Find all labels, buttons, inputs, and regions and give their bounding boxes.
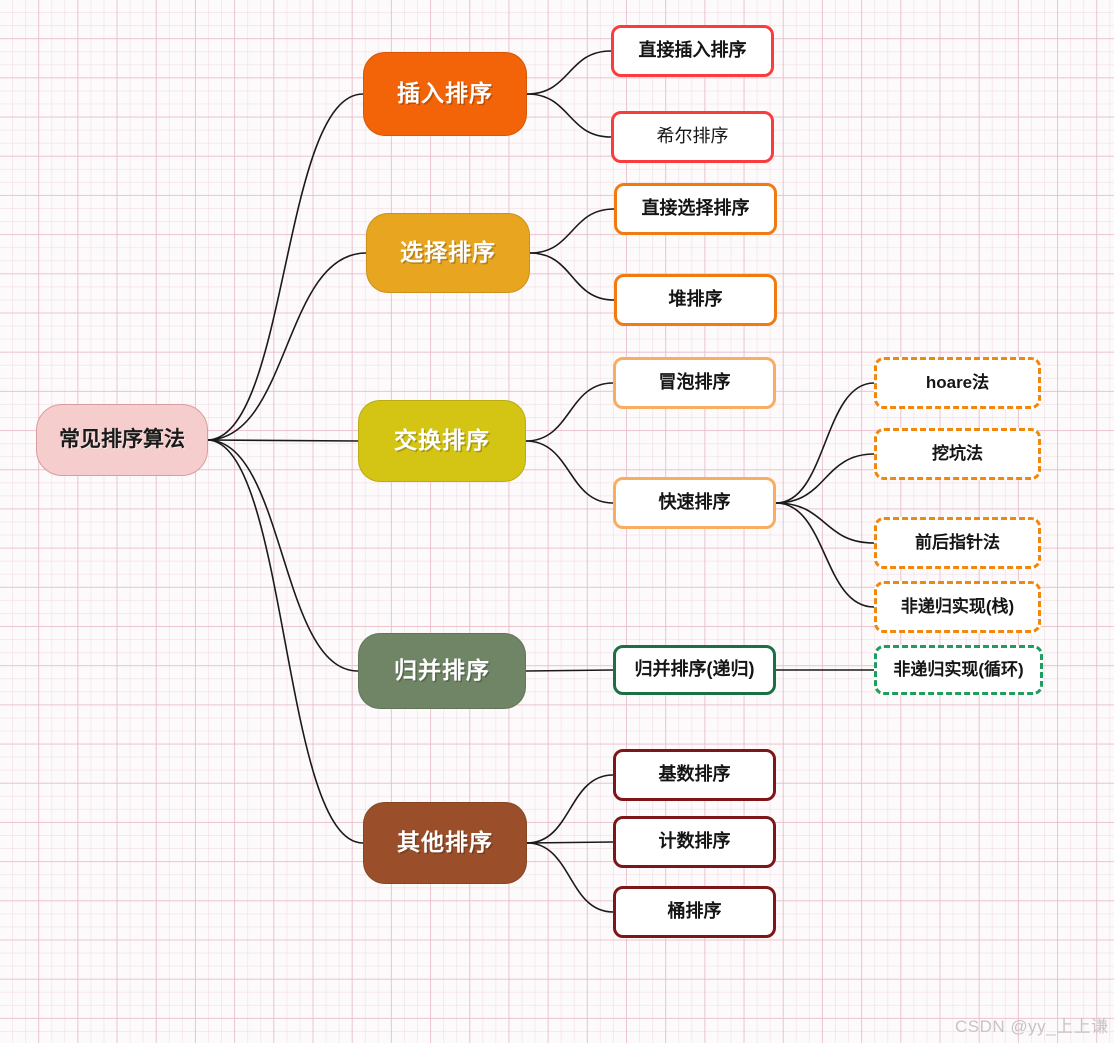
dashed-two-pointer-label: 前后指针法 (915, 532, 1000, 552)
branch-merge-label: 归并排序 (394, 657, 490, 684)
leaf-select-direct[interactable]: 直接选择排序 (614, 183, 777, 235)
branch-insertion-label: 插入排序 (397, 80, 493, 107)
leaf-bubble-label: 冒泡排序 (658, 372, 731, 393)
dashed-nonrec-stack[interactable]: 非递归实现(栈) (874, 581, 1041, 633)
connector (775, 502, 875, 544)
dashed-nonrec-loop-label: 非递归实现(循环) (893, 659, 1024, 679)
branch-exchange-label: 交换排序 (394, 427, 490, 454)
leaf-select-direct-label: 直接选择排序 (641, 198, 750, 219)
connector (206, 439, 359, 442)
branch-merge[interactable]: 归并排序 (358, 633, 526, 709)
leaf-radix-label: 基数排序 (658, 764, 731, 785)
leaf-quick[interactable]: 快速排序 (613, 477, 776, 529)
connector (526, 774, 614, 844)
connector (775, 453, 875, 504)
root-node-label: 常见排序算法 (59, 428, 185, 452)
leaf-radix[interactable]: 基数排序 (613, 749, 776, 801)
leaf-shell[interactable]: 希尔排序 (611, 111, 774, 163)
branch-selection[interactable]: 选择排序 (366, 213, 530, 293)
leaf-heap[interactable]: 堆排序 (614, 274, 777, 326)
dashed-two-pointer[interactable]: 前后指针法 (874, 517, 1041, 569)
dashed-nonrec-loop[interactable]: 非递归实现(循环) (874, 645, 1043, 695)
leaf-quick-label: 快速排序 (658, 492, 731, 513)
connector (525, 669, 614, 672)
dashed-nonrec-stack-label: 非递归实现(栈) (900, 596, 1015, 616)
leaf-count[interactable]: 计数排序 (613, 816, 776, 868)
leaf-shell-label: 希尔排序 (656, 126, 729, 147)
leaf-bucket[interactable]: 桶排序 (613, 886, 776, 938)
leaf-merge-rec[interactable]: 归并排序(递归) (613, 645, 776, 695)
branch-insertion[interactable]: 插入排序 (363, 52, 527, 136)
connector (775, 502, 875, 608)
connector (206, 439, 359, 672)
connector (206, 252, 367, 441)
leaf-merge-rec-label: 归并排序(递归) (634, 659, 755, 680)
connector (525, 382, 614, 442)
connector (526, 841, 614, 844)
connector (526, 93, 612, 138)
connector (206, 439, 364, 844)
leaf-bubble[interactable]: 冒泡排序 (613, 357, 776, 409)
connector (206, 93, 364, 441)
connector (526, 842, 614, 913)
watermark: CSDN @yy_上上谦 (955, 1017, 1109, 1036)
connector (775, 382, 875, 504)
connector (526, 50, 612, 95)
leaf-insert-direct[interactable]: 直接插入排序 (611, 25, 774, 77)
leaf-count-label: 计数排序 (658, 831, 731, 852)
branch-selection-label: 选择排序 (400, 239, 496, 266)
root-node[interactable]: 常见排序算法 (36, 404, 208, 476)
leaf-bucket-label: 桶排序 (667, 901, 722, 922)
connector (525, 440, 614, 504)
branch-other-label: 其他排序 (397, 829, 493, 856)
connector (529, 252, 615, 301)
dashed-dig-hole-label: 挖坑法 (932, 443, 983, 463)
leaf-heap-label: 堆排序 (668, 289, 723, 310)
branch-other[interactable]: 其他排序 (363, 802, 527, 884)
leaf-insert-direct-label: 直接插入排序 (638, 40, 747, 61)
branch-exchange[interactable]: 交换排序 (358, 400, 526, 482)
dashed-dig-hole[interactable]: 挖坑法 (874, 428, 1041, 480)
dashed-hoare[interactable]: hoare法 (874, 357, 1041, 409)
connector (529, 208, 615, 254)
dashed-hoare-label: hoare法 (925, 372, 990, 392)
